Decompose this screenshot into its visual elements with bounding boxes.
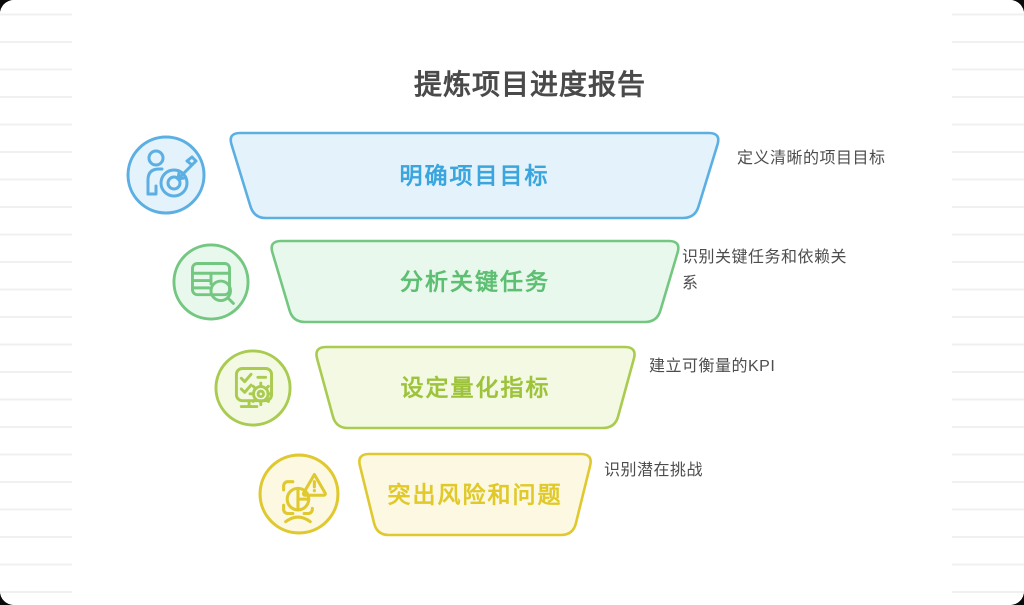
page-title: 提炼项目进度报告 — [413, 68, 647, 100]
